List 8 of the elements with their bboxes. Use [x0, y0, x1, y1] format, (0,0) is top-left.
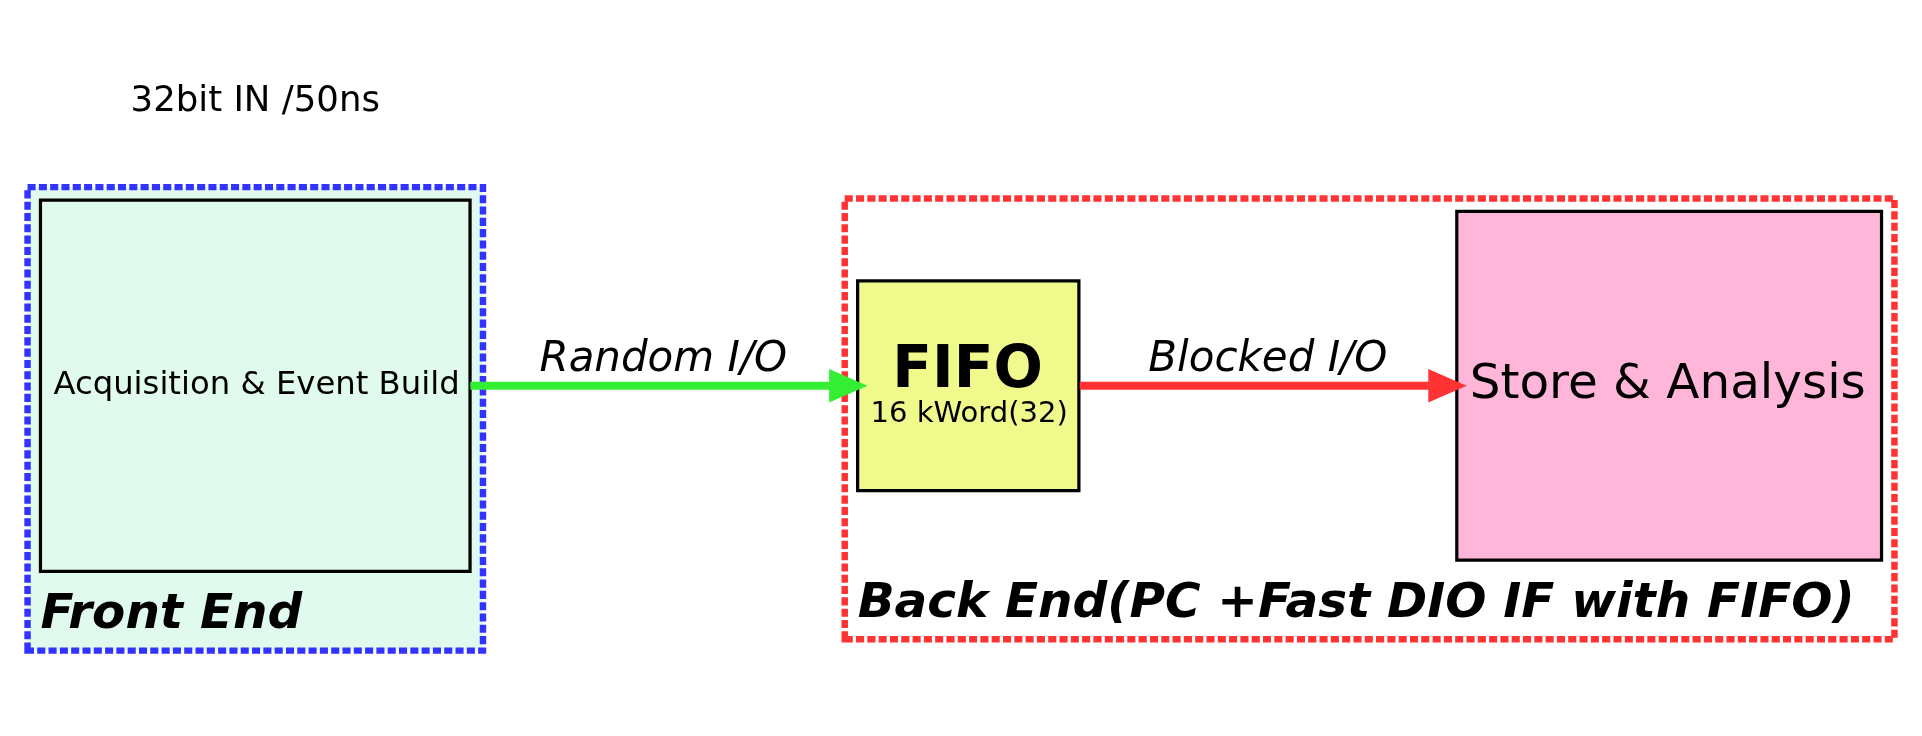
arrow: [1079, 369, 1467, 403]
label: 32bit IN /50ns: [130, 77, 380, 119]
arrow: [470, 369, 868, 403]
node-box: FIFO 16 kWord(32): [856, 279, 1081, 493]
edge-label: Blocked I/O: [1148, 331, 1388, 381]
node-box: Acquisition & Event Build: [38, 198, 472, 574]
node-box: Store & Analysis: [1455, 209, 1884, 562]
edge-label: Random I/O: [539, 331, 788, 381]
